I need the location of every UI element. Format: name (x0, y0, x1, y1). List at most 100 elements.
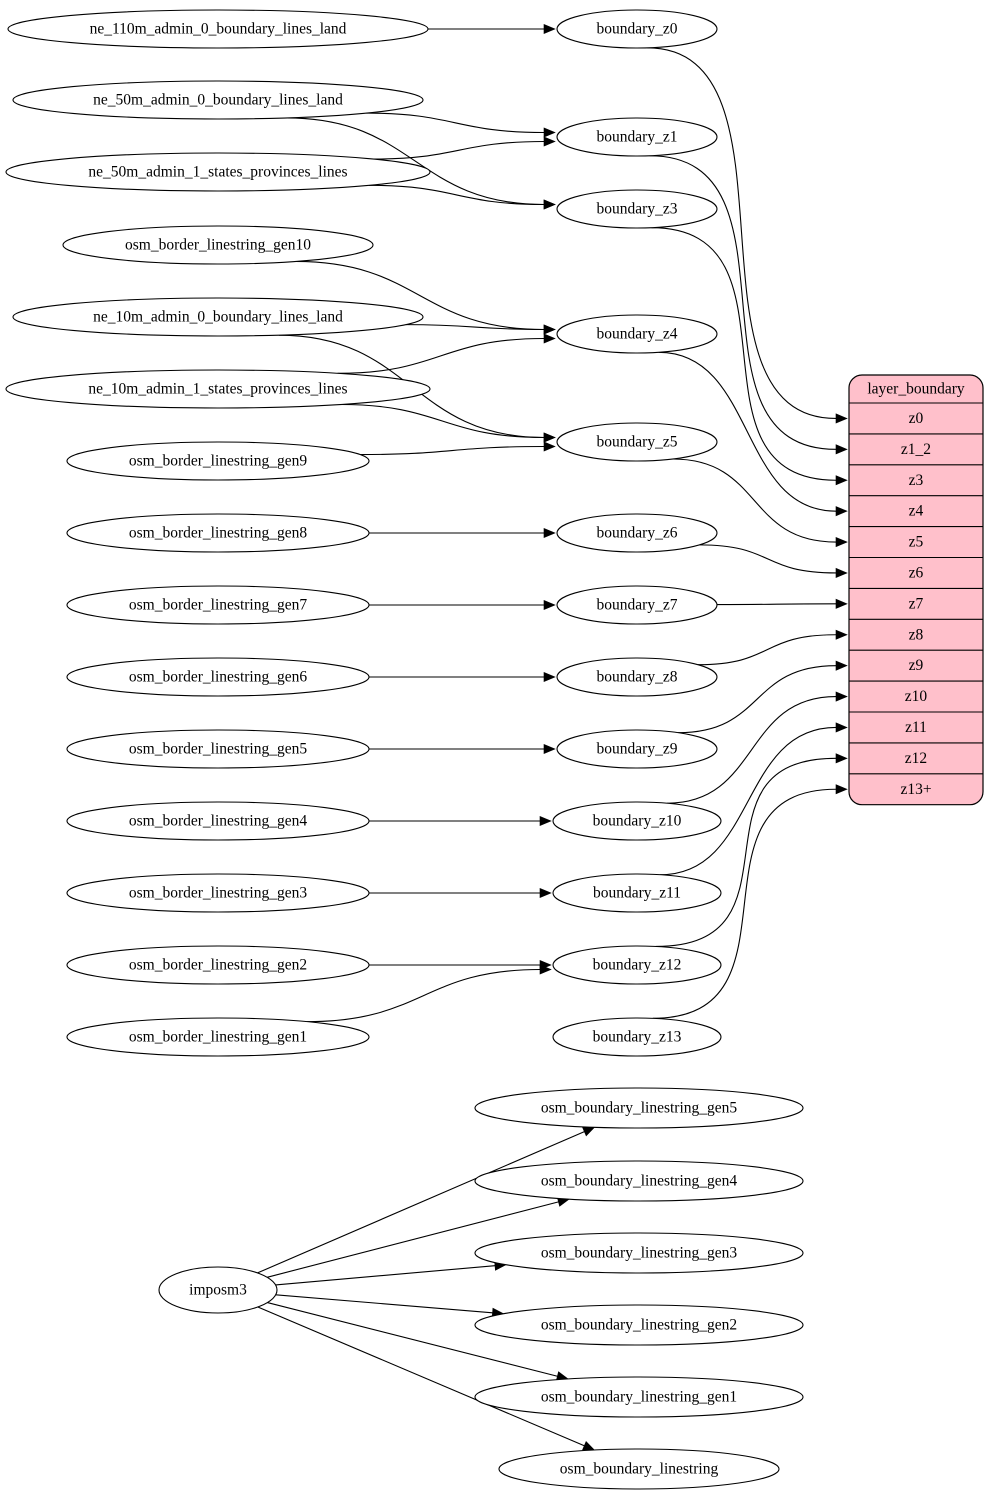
edge-boundary_z11-to-layer-z11 (660, 726, 837, 876)
node-osm_boundary_linestring_gen5[interactable]: osm_boundary_linestring_gen5 (474, 1087, 804, 1129)
node-label-boundary_z9: boundary_z9 (597, 741, 678, 758)
node-ne_50m_admin_0_boundary_lines_land[interactable]: ne_50m_admin_0_boundary_lines_land (12, 80, 424, 120)
edge-arrowhead (582, 1440, 596, 1451)
node-osm_boundary_linestring_gen4[interactable]: osm_boundary_linestring_gen4 (474, 1160, 804, 1202)
node-label-boundary_z6: boundary_z6 (597, 525, 678, 542)
node-boundary_z3[interactable]: boundary_z3 (556, 189, 718, 229)
node-boundary_z1[interactable]: boundary_z1 (556, 117, 718, 157)
node-osm_boundary_linestring_gen3[interactable]: osm_boundary_linestring_gen3 (474, 1232, 804, 1274)
layer-boundary-header: layer_boundary (867, 381, 965, 398)
layer-boundary-row-z6[interactable]: z6 (909, 565, 924, 582)
node-boundary_z12[interactable]: boundary_z12 (552, 945, 722, 985)
layer-boundary-row-z3[interactable]: z3 (909, 472, 924, 489)
edge-arrowhead (543, 199, 556, 210)
edge-boundary_z1-to-layer-z1_2 (649, 155, 837, 450)
layer-boundary-body (848, 374, 984, 806)
node-label-ne_10m_admin_0_boundary_lines_land: ne_10m_admin_0_boundary_lines_land (93, 309, 343, 326)
edge-arrowhead (539, 964, 552, 975)
edge-boundary_z8-to-layer-z8 (698, 634, 837, 666)
node-osm_boundary_linestring[interactable]: osm_boundary_linestring (498, 1448, 780, 1490)
layer-boundary-row-z1_2[interactable]: z1_2 (901, 441, 931, 458)
node-boundary_z8[interactable]: boundary_z8 (556, 657, 718, 697)
node-shape-boundary_z13 (552, 1017, 722, 1057)
node-ne_110m_admin_0_boundary_lines_land[interactable]: ne_110m_admin_0_boundary_lines_land (7, 9, 429, 49)
node-shape-osm_border_linestring_gen8 (66, 513, 370, 553)
node-label-ne_50m_admin_0_boundary_lines_land: ne_50m_admin_0_boundary_lines_land (93, 92, 343, 109)
edge-boundary_z5-to-layer-z5 (672, 458, 837, 543)
node-boundary_z5[interactable]: boundary_z5 (556, 422, 718, 462)
node-label-boundary_z11: boundary_z11 (593, 885, 681, 902)
node-ne_10m_admin_0_boundary_lines_land[interactable]: ne_10m_admin_0_boundary_lines_land (12, 297, 424, 337)
node-ne_10m_admin_1_states_provinces_lines[interactable]: ne_10m_admin_1_states_provinces_lines (5, 369, 431, 409)
edge-imposm3-to-osm_boundary_linestring_gen2 (275, 1294, 493, 1314)
node-osm_border_linestring_gen7[interactable]: osm_border_linestring_gen7 (66, 585, 370, 625)
edge-boundary_z3-to-layer-z3 (651, 227, 837, 481)
edge-boundary_z13-to-layer-z13+ (652, 788, 837, 1019)
node-osm_border_linestring_gen2[interactable]: osm_border_linestring_gen2 (66, 945, 370, 985)
edge-ne_50m_admin_0_boundary_lines_land-to-boundary_z1 (366, 112, 545, 134)
layer-boundary-row-z11[interactable]: z11 (905, 719, 927, 736)
layer-boundary-row-z8[interactable]: z8 (909, 626, 924, 643)
node-osm_border_linestring_gen6[interactable]: osm_border_linestring_gen6 (66, 657, 370, 697)
node-boundary_z4[interactable]: boundary_z4 (556, 314, 718, 354)
node-label-osm_border_linestring_gen10: osm_border_linestring_gen10 (125, 237, 311, 254)
edge-osm_border_linestring_gen1-to-boundary_z12 (307, 968, 541, 1023)
node-layer: ne_110m_admin_0_boundary_lines_land ne_50… (5, 9, 804, 1490)
node-shape-osm_border_linestring_gen9 (66, 441, 370, 481)
node-label-boundary_z7: boundary_z7 (597, 597, 678, 614)
layer-boundary-row-z7[interactable]: z7 (909, 595, 924, 612)
node-boundary_z13[interactable]: boundary_z13 (552, 1017, 722, 1057)
edge-arrowhead (835, 567, 848, 579)
node-label-osm_boundary_linestring_gen5: osm_boundary_linestring_gen5 (541, 1100, 738, 1117)
edge-arrowhead (543, 324, 556, 335)
node-boundary_z7[interactable]: boundary_z7 (556, 585, 718, 625)
node-label-osm_border_linestring_gen4: osm_border_linestring_gen4 (129, 813, 307, 830)
edge-arrowhead (543, 136, 556, 147)
node-boundary_z0[interactable]: boundary_z0 (556, 9, 718, 49)
node-osm_border_linestring_gen5[interactable]: osm_border_linestring_gen5 (66, 729, 370, 769)
layer-boundary-row-z9[interactable]: z9 (909, 657, 924, 674)
node-boundary_z9[interactable]: boundary_z9 (556, 729, 718, 769)
node-boundary_z10[interactable]: boundary_z10 (552, 801, 722, 841)
layer-boundary-row-z13+[interactable]: z13+ (900, 781, 931, 798)
node-shape-boundary_z11 (552, 873, 722, 913)
node-osm_border_linestring_gen9[interactable]: osm_border_linestring_gen9 (66, 441, 370, 481)
edge-layer (257, 23, 848, 1451)
node-osm_border_linestring_gen8[interactable]: osm_border_linestring_gen8 (66, 513, 370, 553)
layer-boundary-row-z4[interactable]: z4 (909, 503, 924, 520)
node-shape-osm_border_linestring_gen10 (62, 225, 374, 265)
node-ne_50m_admin_1_states_provinces_lines[interactable]: ne_50m_admin_1_states_provinces_lines (5, 152, 431, 192)
node-osm_boundary_linestring_gen1[interactable]: osm_boundary_linestring_gen1 (474, 1376, 804, 1418)
edge-arrowhead (835, 506, 848, 517)
layer-boundary-table[interactable]: layer_boundary z0 z1_2 z3 z4 z5 z6 z7 z8 z9 z10 z11… (848, 374, 984, 806)
layer-boundary-row-z12[interactable]: z12 (905, 750, 927, 767)
node-label-osm_boundary_linestring_gen2: osm_boundary_linestring_gen2 (541, 1317, 737, 1334)
node-osm_border_linestring_gen4[interactable]: osm_border_linestring_gen4 (66, 801, 370, 841)
node-label-osm_border_linestring_gen8: osm_border_linestring_gen8 (129, 525, 307, 542)
node-imposm3[interactable]: imposm3 (158, 1266, 278, 1314)
node-label-osm_boundary_linestring_gen4: osm_boundary_linestring_gen4 (541, 1173, 738, 1190)
layer-boundary-row-z10[interactable]: z10 (905, 688, 928, 705)
edge-arrowhead (543, 671, 556, 683)
edge-arrowhead (543, 527, 556, 539)
edge-arrowhead (835, 475, 848, 486)
node-osm_border_linestring_gen10[interactable]: osm_border_linestring_gen10 (62, 225, 374, 265)
edge-boundary_z0-to-layer-z0 (647, 47, 837, 419)
edge-osm_border_linestring_gen9-to-boundary_z5 (360, 445, 545, 456)
layer-boundary-row-z0[interactable]: z0 (909, 410, 924, 427)
node-label-boundary_z3: boundary_z3 (597, 201, 678, 218)
node-osm_border_linestring_gen3[interactable]: osm_border_linestring_gen3 (66, 873, 370, 913)
node-boundary_z6[interactable]: boundary_z6 (556, 513, 718, 553)
edge-osm_border_linestring_gen10-to-boundary_z4 (295, 260, 545, 331)
node-label-ne_110m_admin_0_boundary_lines_land: ne_110m_admin_0_boundary_lines_land (90, 21, 347, 38)
node-shape-boundary_z7 (556, 585, 718, 625)
edge-arrowhead (835, 722, 848, 733)
node-osm_boundary_linestring_gen2[interactable]: osm_boundary_linestring_gen2 (474, 1304, 804, 1346)
layer-boundary-row-z5[interactable]: z5 (909, 534, 924, 551)
node-shape-osm_boundary_linestring_gen1 (474, 1376, 804, 1418)
edge-imposm3-to-osm_boundary_linestring (257, 1306, 585, 1447)
node-label-osm_border_linestring_gen6: osm_border_linestring_gen6 (129, 669, 307, 686)
node-osm_border_linestring_gen1[interactable]: osm_border_linestring_gen1 (66, 1017, 370, 1057)
node-boundary_z11[interactable]: boundary_z11 (552, 873, 722, 913)
edge-arrowhead (835, 753, 848, 764)
